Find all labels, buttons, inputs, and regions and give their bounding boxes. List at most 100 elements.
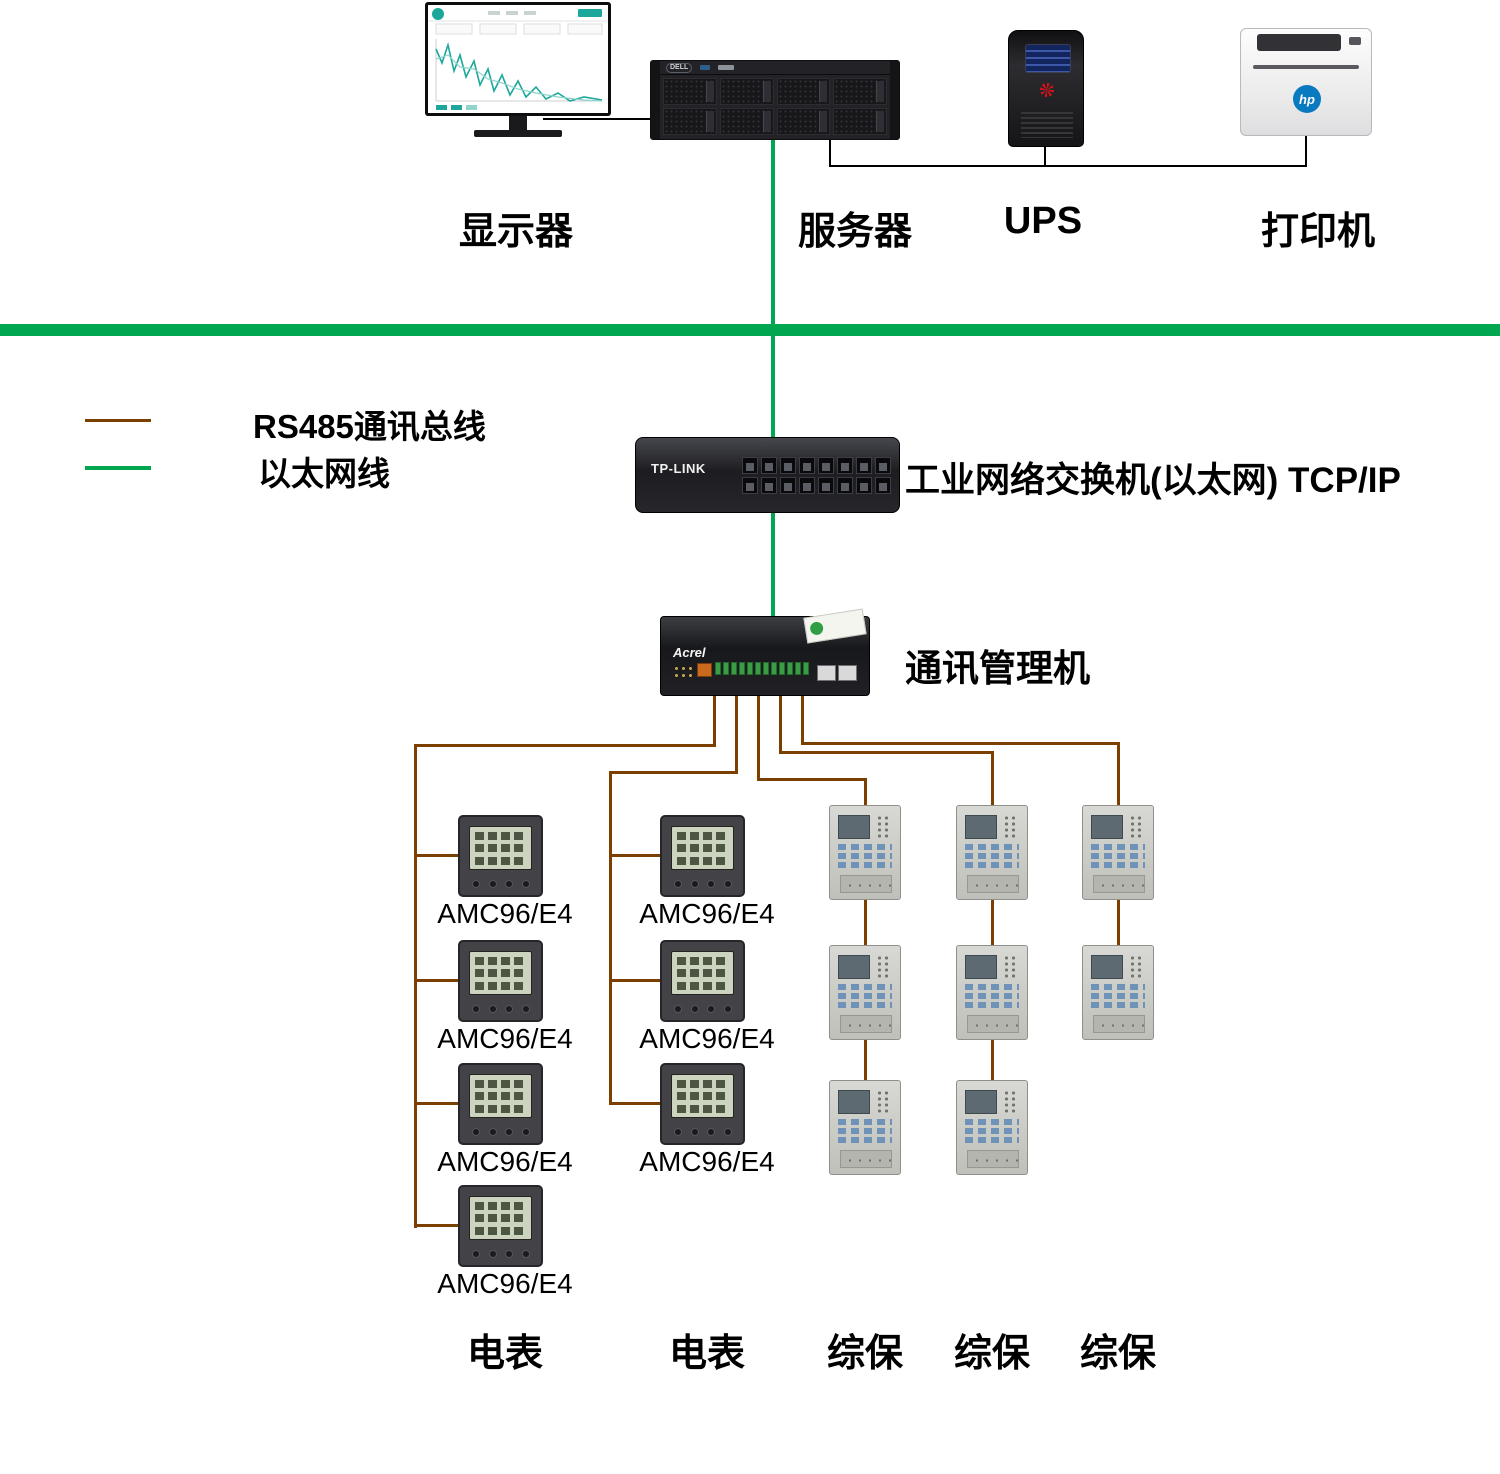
server-front-bezel: DELL: [660, 61, 890, 75]
protection-relay: [956, 945, 1028, 1040]
legend-rs485-swatch: [85, 419, 151, 422]
gateway-terminal-block: [715, 662, 809, 675]
power-meter: [660, 1063, 745, 1145]
rs485-trunk-relays-2: [991, 898, 994, 947]
power-meter: [458, 1063, 543, 1145]
gateway-ethernet-port: [817, 665, 836, 681]
legend-ethernet-swatch: [85, 466, 151, 470]
printer-output-tray: [1257, 34, 1341, 51]
relay-lcd-screen: [965, 1090, 997, 1114]
server-id-label: [718, 65, 735, 70]
footer-label-relays-1: 综保: [826, 1333, 903, 1375]
cable-printer-stub: [1305, 136, 1307, 167]
gateway-brand-logo: Acrel: [673, 645, 706, 660]
relay-led-indicators: [876, 955, 892, 979]
relay-lcd-screen: [838, 955, 870, 979]
relay-terminal-cover: [1093, 1015, 1145, 1033]
meter-lcd-screen: [671, 826, 734, 870]
gateway-led-indicators: [673, 665, 693, 679]
rs485-tap: [609, 1102, 662, 1105]
relay-lcd-screen: [965, 815, 997, 839]
meter-lcd-screen: [671, 951, 734, 995]
rs485-trunk-relays-2: [991, 751, 994, 807]
meter-lcd-screen: [469, 1196, 532, 1240]
rs485-trunk-relays-3: [1117, 742, 1120, 807]
server-rack-ear-left: [651, 61, 660, 139]
rs485-tap: [609, 854, 662, 857]
relay-terminal-cover: [967, 875, 1019, 893]
relay-led-indicators: [1003, 955, 1019, 979]
relay-lcd-screen: [838, 815, 870, 839]
protection-relay: [1082, 805, 1154, 900]
meter-model-label: AMC96/E4: [437, 1146, 573, 1177]
printer-device: hp: [1240, 28, 1372, 136]
relay-terminal-cover: [840, 875, 892, 893]
meter-lcd-screen: [671, 1074, 734, 1118]
relay-keypad: [965, 984, 1019, 1011]
printer-brand-text: hp: [1299, 91, 1315, 107]
relay-led-indicators: [1003, 1090, 1019, 1114]
relay-lcd-screen: [1091, 955, 1123, 979]
meter-model-label: AMC96/E4: [437, 898, 573, 929]
relay-keypad: [838, 1119, 892, 1146]
rs485-trunk-relays-2: [991, 1038, 994, 1083]
rs485-branch-meters-1: [414, 744, 716, 747]
meter-lcd-screen: [469, 1074, 532, 1118]
relay-led-indicators: [876, 1090, 892, 1114]
server-status-led: [700, 65, 711, 70]
gateway-label: 通讯管理机: [905, 648, 1090, 689]
meter-model-label: AMC96/E4: [639, 898, 775, 929]
gateway-device: Acrel: [660, 608, 870, 696]
rs485-trunk-relays-1: [864, 1038, 867, 1083]
relay-terminal-cover: [840, 1150, 892, 1168]
rs485-trunk-meters-1: [414, 744, 417, 1228]
ups-brand-logo: [1040, 83, 1054, 97]
cable-server-stub: [829, 140, 831, 167]
rs485-branch-relays-1: [757, 778, 867, 781]
monitor-stand-neck: [509, 116, 527, 130]
cable-ups-stub: [1044, 147, 1046, 167]
rs485-branch-meters-2: [609, 771, 738, 774]
rs485-tap: [414, 979, 460, 982]
power-meter: [458, 1185, 543, 1267]
server-rack-ear-right: [890, 61, 899, 139]
relay-lcd-screen: [838, 1090, 870, 1114]
gateway-ethernet-port: [838, 665, 857, 681]
rs485-gateway-stub-1: [713, 696, 716, 747]
rs485-branch-relays-2: [779, 751, 994, 754]
legend-ethernet-label: 以太网线: [258, 455, 390, 492]
power-meter: [458, 940, 543, 1022]
printer-paper-slot: [1253, 65, 1359, 69]
printer-brand-logo: hp: [1293, 85, 1321, 113]
power-meter: [660, 815, 745, 897]
meter-buttons: [674, 1005, 732, 1013]
server-drive-bays: [663, 78, 887, 135]
relay-led-indicators: [1129, 815, 1145, 839]
meter-buttons: [674, 1128, 732, 1136]
relay-keypad: [838, 984, 892, 1011]
switch-label: 工业网络交换机(以太网) TCP/IP: [905, 461, 1401, 500]
protection-relay: [956, 805, 1028, 900]
relay-lcd-screen: [1091, 815, 1123, 839]
cable-monitor-to-server: [543, 118, 655, 120]
power-meter: [660, 940, 745, 1022]
protection-relay: [1082, 945, 1154, 1040]
server-device: DELL: [650, 60, 900, 140]
relay-led-indicators: [1003, 815, 1019, 839]
relay-terminal-cover: [1093, 875, 1145, 893]
relay-terminal-cover: [840, 1015, 892, 1033]
power-meter: [458, 815, 543, 897]
meter-lcd-screen: [469, 826, 532, 870]
meter-buttons: [674, 880, 732, 888]
rs485-branch-relays-3: [801, 742, 1120, 745]
cable-server-to-peripherals: [829, 165, 1307, 167]
footer-label-relays-2: 综保: [953, 1333, 1030, 1375]
protection-relay: [829, 805, 901, 900]
relay-lcd-screen: [965, 955, 997, 979]
rs485-trunk-relays-1: [864, 778, 867, 807]
meter-model-label: AMC96/E4: [437, 1268, 573, 1299]
ethernet-backbone-bus: [0, 324, 1500, 336]
switch-brand-logo: TP-LINK: [651, 461, 706, 476]
switch-port-grid: [742, 457, 891, 494]
relay-keypad: [1091, 844, 1145, 871]
